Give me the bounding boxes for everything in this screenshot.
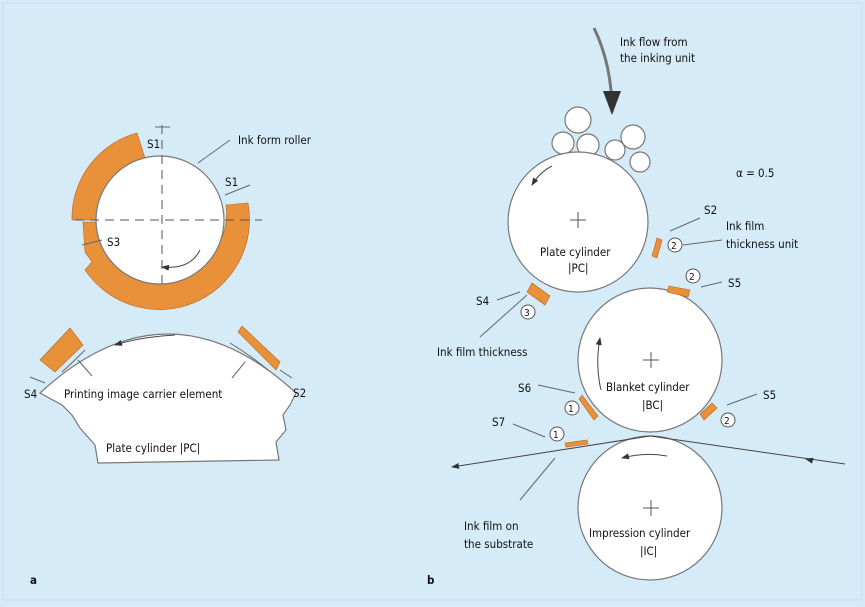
blanket-cylinder-abbr: |BC| (642, 398, 663, 412)
ink-film-substrate-label-1: Ink film on (464, 519, 519, 533)
panel-b: Ink flow from the inking unit α = 0.5 (427, 27, 846, 587)
marker-2: 2 (671, 241, 677, 252)
s2-label: S2 (704, 203, 717, 217)
impression-cylinder-label: Impression cylinder (589, 526, 691, 540)
s7-label: S7 (492, 415, 505, 429)
ink-layer-left (39, 327, 84, 373)
ink-film-thickness-label: Ink film thickness (437, 345, 528, 359)
panel-a: Ink form roller S1 S1 S3 S4 S2 Printing … (24, 125, 312, 587)
inking-rollers (551, 106, 651, 173)
marker-2: 2 (724, 416, 730, 427)
s6-label: S6 (518, 381, 531, 395)
plate-cylinder-a (38, 333, 297, 464)
marker-2: 2 (689, 272, 695, 283)
marker-1: 1 (568, 404, 574, 415)
rotation-arrow (114, 334, 176, 346)
ink-film-unit-label-2: thickness unit (726, 237, 798, 251)
ink-flow-label-1: Ink flow from (620, 35, 688, 49)
ink-film-substrate-label-2: the substrate (464, 537, 533, 551)
marker-circles (520, 237, 736, 442)
plate-cylinder-label: Plate cylinder |PC| (106, 441, 200, 455)
s5-right-label: S5 (763, 388, 776, 402)
printing-element-label: Printing image carrier element (64, 387, 222, 401)
s1-top-label: S1 (147, 137, 160, 151)
marker-3: 3 (524, 308, 530, 319)
plate-cylinder-abbr: |PC| (568, 261, 588, 275)
s5-top-label: S5 (728, 276, 741, 290)
s4-label: S4 (476, 294, 489, 308)
alpha-label: α = 0.5 (736, 166, 775, 180)
impression-cylinder-abbr: |IC| (640, 544, 657, 558)
substrate-out (451, 435, 651, 469)
s4-label: S4 (24, 387, 37, 401)
ink-flow-label-2: the inking unit (620, 51, 695, 65)
marker-1: 1 (553, 430, 559, 441)
panel-a-label: a (30, 573, 37, 587)
s1-right-label: S1 (225, 175, 238, 189)
s3-label: S3 (107, 235, 120, 249)
ink-layer-right (237, 325, 281, 371)
ink-form-roller-label: Ink form roller (238, 133, 312, 147)
rotation-arrow (161, 249, 201, 271)
plate-cylinder-label: Plate cylinder (540, 245, 611, 259)
blanket-cylinder-label: Blanket cylinder (606, 380, 690, 394)
ink-form-roller (95, 155, 225, 285)
ink-flow-arrow (592, 27, 621, 115)
panel-b-label: b (427, 573, 434, 587)
ink-film-unit-label-1: Ink film (726, 219, 764, 233)
s2-label: S2 (293, 386, 306, 400)
